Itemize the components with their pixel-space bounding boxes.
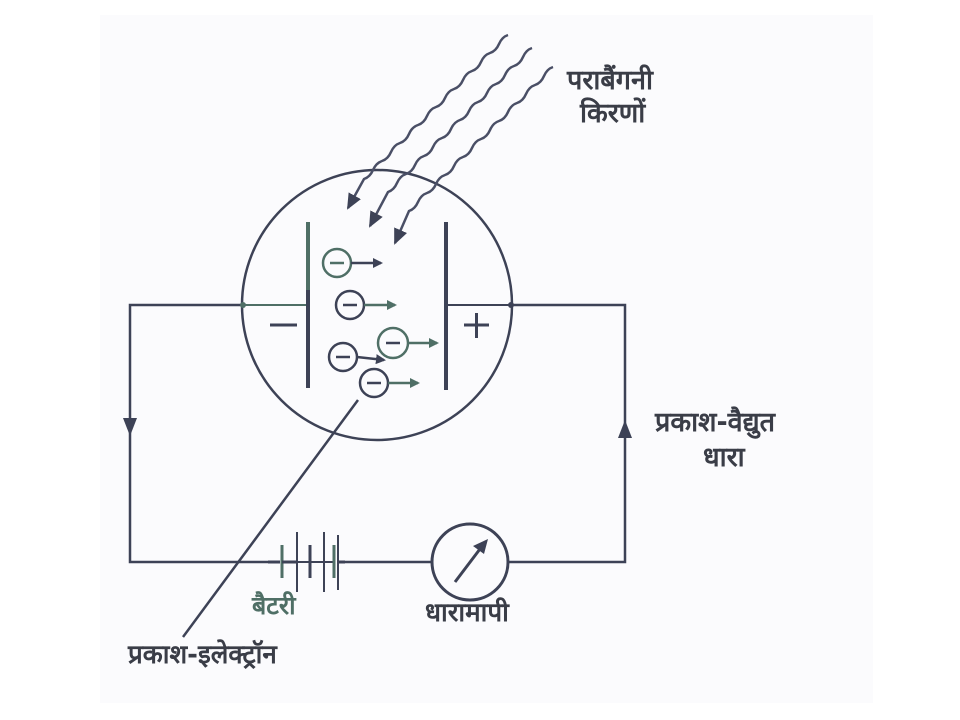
photo-current-label: प्रकाश-वैद्युत	[655, 407, 776, 438]
uv-ray-icon	[346, 33, 509, 210]
photo-tube	[240, 168, 514, 442]
current-arrow-up-icon	[618, 420, 632, 438]
photo-electron-pointer	[181, 399, 360, 638]
battery-label: बैटरी	[252, 591, 296, 620]
electron-icon	[327, 341, 386, 373]
uv-ray-icon	[368, 46, 533, 228]
ammeter-label: धारामापी	[425, 598, 509, 628]
electron-icon	[321, 247, 383, 279]
electrons	[321, 247, 439, 399]
diagram-panel	[100, 15, 873, 703]
uv-rays-label-line2: किरणों	[580, 98, 646, 129]
uv-rays	[346, 33, 554, 245]
electron-icon	[376, 326, 439, 360]
battery-icon	[268, 532, 345, 592]
plus-sign-icon	[464, 313, 489, 338]
uv-ray-icon	[393, 65, 554, 245]
photo-current-label-line2: धारा	[703, 442, 745, 473]
photo-electron-label: प्रकाश-इलेक्ट्रॉन	[128, 640, 277, 670]
electron-icon	[358, 367, 420, 399]
current-arrow-down-icon	[123, 418, 137, 436]
electron-icon	[334, 289, 397, 321]
uv-rays-label: पराबैंगनी	[567, 65, 653, 96]
galvanometer-icon	[430, 522, 510, 602]
